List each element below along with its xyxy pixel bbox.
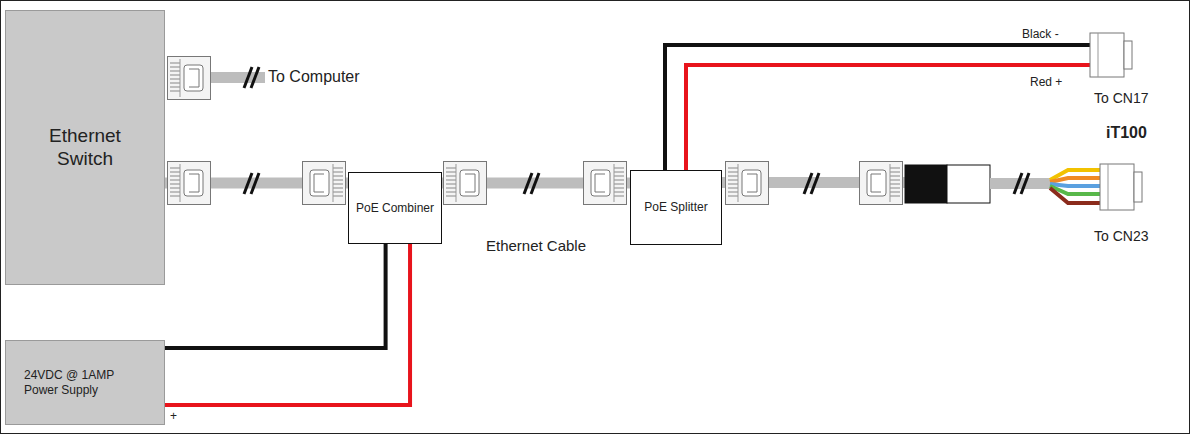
break-mark: [244, 173, 259, 194]
wire-label: To Computer: [268, 68, 360, 86]
cable-label: Ethernet Cable: [486, 237, 586, 254]
break-mark: [244, 67, 259, 88]
node-text: 24VDC @ 1AMP Power Supply: [24, 368, 124, 397]
wire-label: Black -: [1022, 28, 1059, 42]
wire-label: To CN23: [1094, 228, 1148, 244]
red-wire: [165, 244, 410, 405]
rj45-plug: [303, 162, 346, 205]
power-supply-box: 24VDC @ 1AMP Power Supply: [5, 340, 165, 425]
break-mark: [804, 173, 819, 194]
wire-label: +: [170, 410, 177, 424]
rj45-plug: [444, 162, 487, 205]
rj45-plug: [860, 162, 903, 205]
switch-box: Ethernet Switch: [5, 10, 165, 285]
device-name: iT100: [1106, 124, 1147, 142]
rj45-plug: [726, 162, 769, 205]
black-wire: [665, 45, 1092, 171]
break-mark: [524, 173, 539, 194]
wire-fan: [1050, 170, 1102, 203]
node-text: PoE Combiner: [356, 201, 434, 215]
wire-label: To CN17: [1094, 90, 1148, 106]
red-wire: [686, 65, 1092, 171]
combiner-box: PoE Combiner: [348, 172, 442, 244]
coupler: [905, 165, 947, 203]
splitter-box: PoE Splitter: [630, 170, 722, 245]
cn23-connector: [1100, 164, 1142, 210]
rj45-plug: [584, 162, 627, 205]
cn17-connector: [1090, 33, 1132, 77]
black-wire: [165, 244, 386, 348]
rj45-plug: [168, 57, 211, 100]
coupler: [947, 165, 990, 203]
wire-label: Red +: [1030, 76, 1062, 90]
rj45-plug: [168, 162, 211, 205]
node-text: PoE Splitter: [644, 200, 707, 214]
break-mark: [1014, 173, 1029, 194]
node-text: Ethernet Switch: [30, 125, 140, 171]
